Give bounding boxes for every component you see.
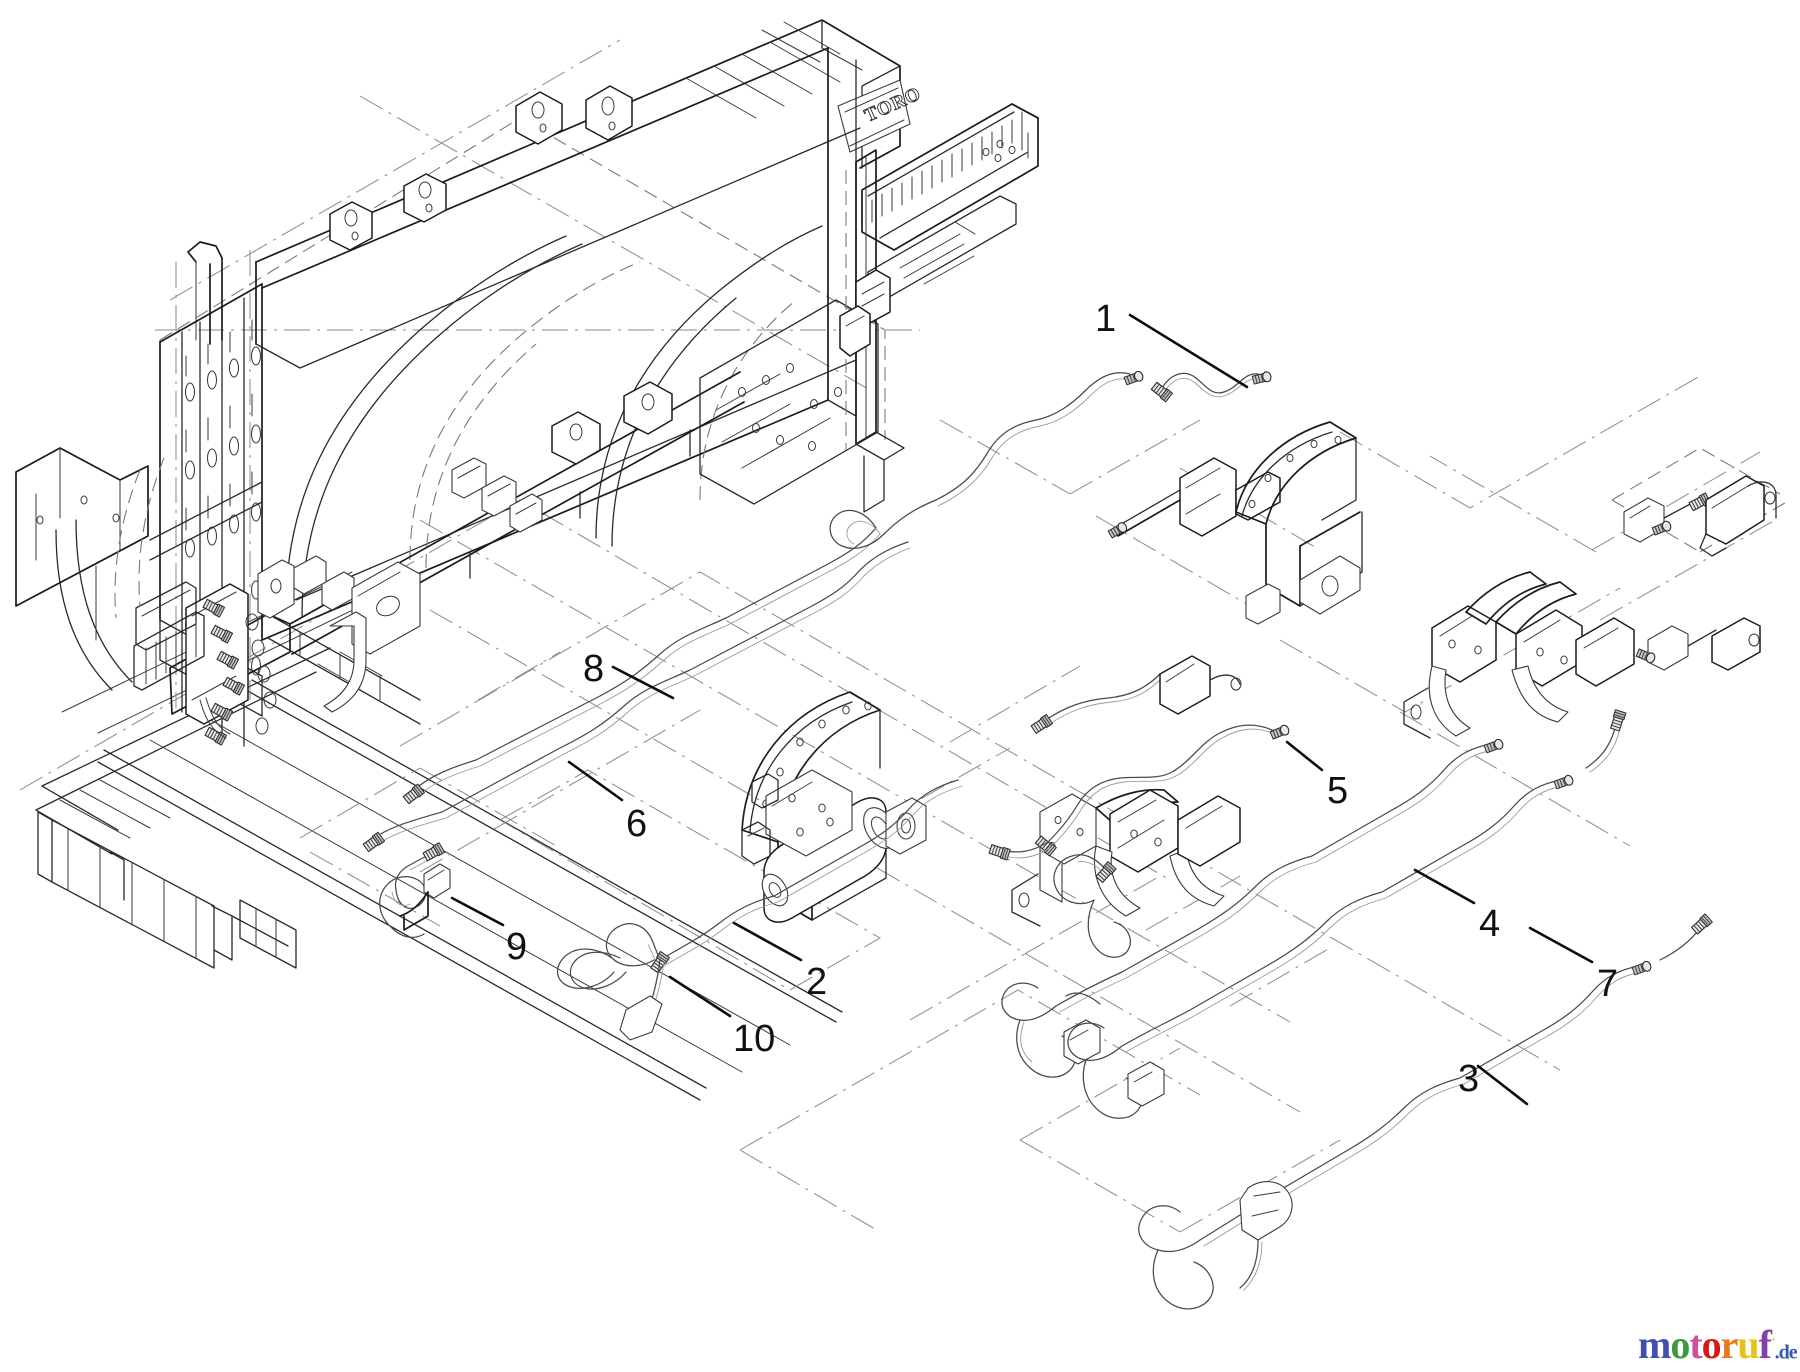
watermark-letter: u — [1737, 1322, 1759, 1368]
leader-line-4 — [1413, 868, 1476, 905]
main-frame-assembly — [15, 19, 1039, 747]
hose-right-terminal — [1659, 913, 1713, 961]
leader-line-2 — [732, 921, 803, 962]
callout-8: 8 — [583, 648, 605, 690]
callout-3: 3 — [1458, 1058, 1480, 1100]
callout-10: 10 — [733, 1018, 776, 1060]
leader-line-9 — [450, 896, 505, 927]
leader-line-1 — [1128, 313, 1249, 389]
watermark-letter: o — [1701, 1322, 1722, 1368]
leader-line-8 — [611, 665, 675, 700]
watermark-suffix: .de — [1774, 1341, 1798, 1364]
leader-line-7 — [1528, 926, 1594, 964]
callout-7: 7 — [1597, 963, 1619, 1005]
wedge-pads — [451, 457, 543, 533]
leader-line-10 — [668, 975, 732, 1018]
valve-manifold — [133, 581, 277, 746]
leader-line-6 — [567, 760, 624, 802]
watermark-letter: f — [1758, 1322, 1772, 1368]
toothed-rail — [861, 103, 1039, 301]
callout-6: 6 — [626, 803, 648, 845]
hydraulic-fittings-far-right — [1623, 475, 1777, 671]
tube-item-5-upper — [1030, 655, 1242, 735]
hose-into-right-cluster — [1585, 709, 1627, 773]
hose-loop-center-lower — [1053, 854, 1131, 1005]
callout-5: 5 — [1327, 770, 1349, 812]
leader-lines — [450, 313, 1594, 1106]
watermark-motoruf: motoruf·.de — [1638, 1318, 1798, 1367]
linkage-cluster-right — [1403, 571, 1635, 739]
callout-2: 2 — [806, 961, 828, 1003]
tube-item-2 — [556, 779, 963, 1041]
tube-item-8 — [402, 369, 1145, 806]
tube-item-7 — [1067, 773, 1575, 1119]
hose-item-5 — [988, 723, 1291, 861]
hose-item-1 — [1150, 370, 1273, 403]
watermark-letter: t — [1689, 1322, 1702, 1368]
hose-item-9 — [379, 842, 451, 938]
leader-line-3 — [1476, 1064, 1529, 1106]
watermark-dot: · — [1771, 1333, 1776, 1348]
cylinder-and-guard-right — [1107, 421, 1363, 625]
tube-item-4 — [1001, 737, 1505, 1078]
callout-1: 1 — [1095, 298, 1117, 340]
callout-9: 9 — [506, 926, 528, 968]
callout-4: 4 — [1479, 903, 1501, 945]
tube-item-6 — [362, 541, 911, 853]
leader-line-5 — [1285, 740, 1324, 772]
wedge-pads-2 — [293, 555, 355, 611]
watermark-letter: o — [1670, 1322, 1690, 1368]
tube-item-3 — [1138, 959, 1653, 1310]
motor-shield-assembly — [741, 691, 927, 923]
watermark-letter: r — [1720, 1322, 1739, 1368]
watermark-letter: m — [1638, 1322, 1671, 1368]
hose-item-10 — [569, 951, 627, 990]
